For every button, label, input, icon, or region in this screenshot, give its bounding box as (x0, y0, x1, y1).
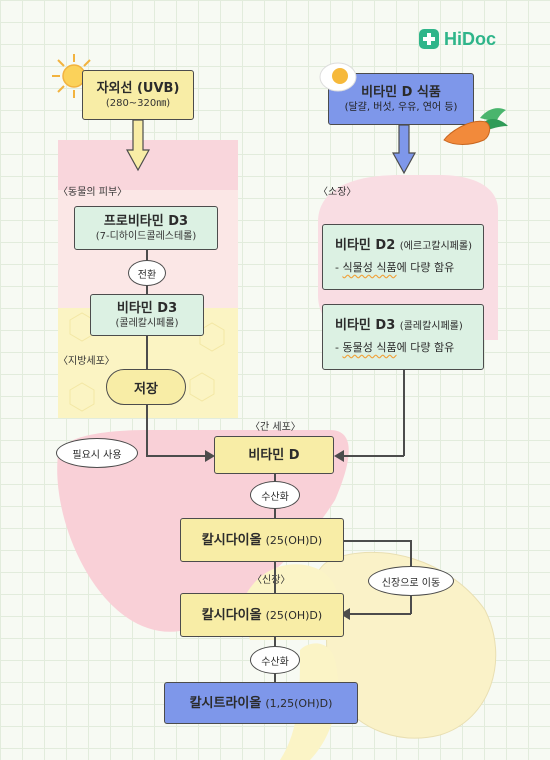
fat-cell-label: 〈지방세포〉 (58, 356, 115, 367)
uvb-sub: (280~320㎚) (105, 97, 171, 109)
provitamin-box: 프로비타민 D3 (7-디하이드콜레스테롤) (74, 206, 218, 250)
vitamin-d-box: 비타민 D (214, 436, 334, 474)
calcidiol2-title: 칼시다이올 (201, 607, 262, 623)
d2-paren: (에르고칼시페롤) (399, 241, 472, 252)
food-title: 비타민 D 식품 (361, 84, 441, 100)
calcidiol-sub: (25(OH)D) (265, 533, 323, 547)
d3-desc: 동물성 식품 (342, 341, 397, 354)
d2-desc: 식물성 식품 (342, 261, 397, 274)
connector (344, 540, 411, 542)
skin-layer (58, 140, 238, 190)
arrowhead (205, 450, 215, 462)
d2-desc-tail: 에 다량 함유 (396, 261, 455, 274)
conversion-badge: 전환 (128, 260, 166, 286)
small-intestine-label: 〈소장〉 (318, 187, 357, 198)
hydroxylation2-badge: 수산화 (250, 646, 300, 674)
arrowhead (334, 450, 344, 462)
d3-food-box: 비타민 D3 (콜레칼시페롤) - 동물성 식품에 다량 함유 (322, 304, 484, 370)
connector (146, 455, 210, 457)
connector (344, 613, 411, 615)
vitd3-skin-sub: (콜레칼시페롤) (115, 317, 179, 329)
to-kidney-badge: 신장으로 이동 (368, 566, 454, 596)
connector (146, 336, 148, 370)
food-down-arrow (392, 125, 416, 175)
calcitriol-title: 칼시트라이올 (189, 695, 262, 711)
d3-desc-tail: 에 다량 함유 (396, 341, 455, 354)
liver-cell-label: 〈간 세포〉 (250, 422, 301, 433)
calcidiol-kidney-box: 칼시다이올 (25(OH)D) (180, 593, 344, 637)
carrot-icon (443, 108, 508, 145)
connector (403, 370, 405, 456)
connector (340, 455, 404, 457)
calcitriol-box: 칼시트라이올 (1,25(OH)D) (164, 682, 358, 724)
connector (274, 561, 276, 593)
animal-skin-label: 〈동물의 피부〉 (58, 187, 128, 198)
use-when-needed-badge: 필요시 사용 (56, 438, 138, 468)
uvb-title: 자외선 (UVB) (96, 80, 180, 96)
provitamin-title: 프로비타민 D3 (103, 213, 189, 229)
calcidiol-title: 칼시다이올 (201, 532, 262, 548)
vitamin-d-title: 비타민 D (248, 447, 300, 463)
d2-box: 비타민 D2 (에르고칼시페롤) - 식물성 식품에 다량 함유 (322, 224, 484, 290)
arrowhead (340, 608, 350, 620)
kidney-label: 〈신장〉 (252, 575, 291, 586)
calcidiol-box: 칼시다이올 (25(OH)D) (180, 518, 344, 562)
calcitriol-sub: (1,25(OH)D) (265, 696, 333, 710)
d3-title: 비타민 D3 (335, 318, 396, 333)
d2-title: 비타민 D2 (335, 238, 396, 253)
d3-paren: (콜레칼시페롤) (399, 321, 463, 332)
food-sub: (달걀, 버섯, 우유, 연어 등) (344, 101, 458, 113)
vitd3-skin-box: 비타민 D3 (콜레칼시페롤) (90, 294, 204, 336)
uvb-down-arrow (126, 120, 150, 172)
fat-cells (69, 312, 225, 412)
connector (146, 404, 148, 456)
hidoc-logo-icon (419, 29, 439, 49)
calcidiol2-sub: (25(OH)D) (265, 608, 323, 622)
storage-pill: 저장 (106, 369, 186, 405)
provitamin-sub: (7-디하이드콜레스테롤) (95, 230, 197, 242)
vitd3-skin-title: 비타민 D3 (116, 300, 178, 316)
d3-dash: - (335, 341, 339, 354)
hidoc-logo: HiDoc (418, 28, 496, 50)
uvb-box: 자외선 (UVB) (280~320㎚) (82, 70, 194, 120)
egg-icon (319, 62, 357, 92)
brand-name: HiDoc (444, 28, 497, 49)
hydroxylation-badge: 수산화 (250, 481, 300, 509)
d2-dash: - (335, 261, 339, 274)
